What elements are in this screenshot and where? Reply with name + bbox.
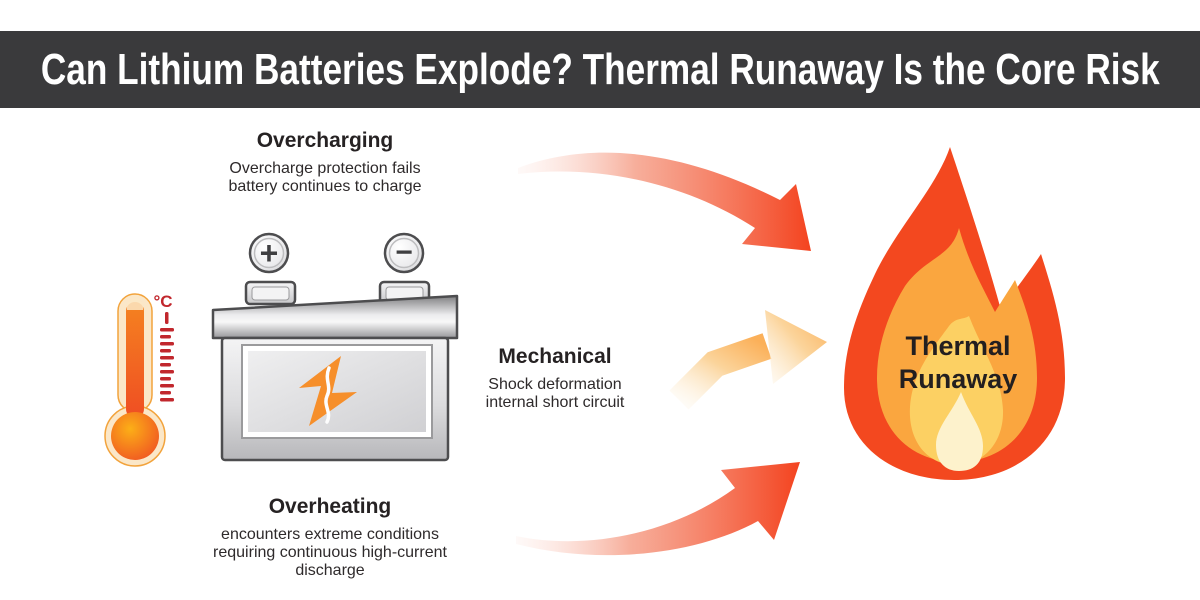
cause-overheating: Overheating encounters extreme condition…: [180, 495, 480, 580]
result-thermal-runaway: Thermal Runaway: [868, 330, 1048, 396]
cause-mechanical-line1: Shock deformation: [488, 376, 622, 393]
result-line2: Runaway: [898, 364, 1018, 394]
plus-terminal-icon: +: [248, 232, 290, 274]
flame-core-layer: [936, 392, 983, 471]
flame-icon: [844, 147, 1065, 480]
result-line1: Thermal: [905, 331, 1011, 361]
page-title: Can Lithium Batteries Explode? Thermal R…: [40, 44, 1160, 94]
minus-terminal-icon: −: [383, 232, 425, 274]
plus-sign: +: [260, 235, 279, 271]
cause-overheating-line1: encounters extreme conditions: [221, 526, 439, 543]
cause-overcharging-title: Overcharging: [256, 129, 394, 152]
cause-overheating-line3: discharge: [295, 562, 365, 579]
cause-mechanical-line2: internal short circuit: [485, 394, 625, 411]
flame-yellow-layer: [909, 316, 1004, 465]
thermometer-ticks: [160, 312, 174, 402]
cause-overheating-line2: requiring continuous high-current: [213, 544, 447, 561]
minus-sign: −: [395, 236, 413, 269]
cause-overcharging-line1: Overcharge protection fails: [229, 160, 421, 177]
thermometer-icon: °C: [104, 292, 174, 467]
arrow-overheating-icon: [516, 462, 800, 556]
cause-overcharging: Overcharging Overcharge protection fails…: [175, 129, 475, 196]
header-banner: Can Lithium Batteries Explode? Thermal R…: [0, 31, 1200, 108]
cause-mechanical: Mechanical Shock deformation internal sh…: [415, 345, 695, 412]
arrow-overcharging-icon: [518, 152, 811, 251]
cause-overheating-title: Overheating: [268, 495, 392, 518]
cracked-bolt-icon: [299, 356, 357, 426]
arrow-mechanical-icon: [669, 310, 827, 410]
cause-mechanical-title: Mechanical: [498, 345, 612, 368]
battery-icon: + −: [211, 232, 459, 462]
cause-overcharging-line2: battery continues to charge: [228, 178, 422, 195]
thermometer-unit-label: °C: [153, 292, 172, 311]
